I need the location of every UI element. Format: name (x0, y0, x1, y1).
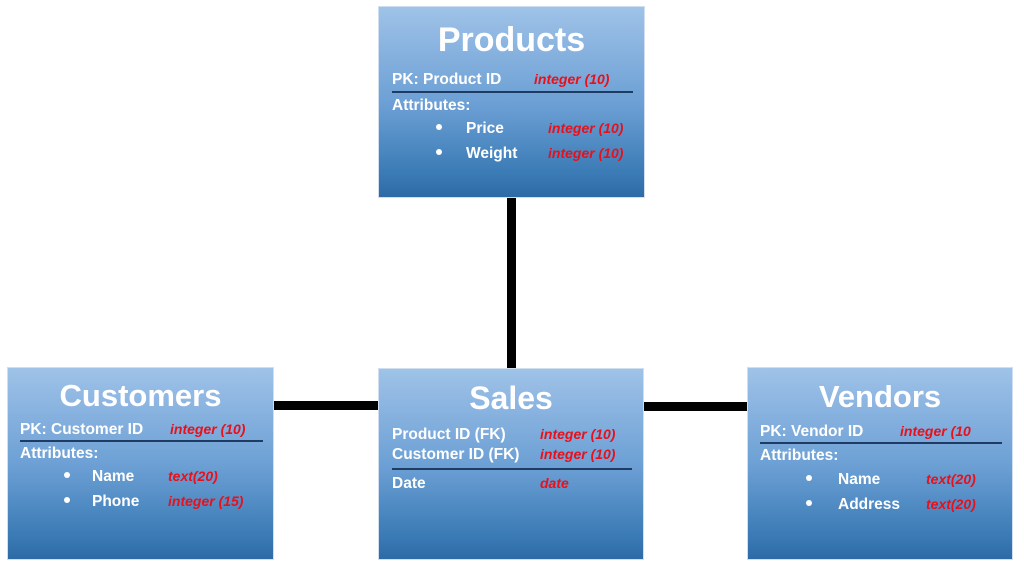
attribute-row: Weight integer (10) (392, 145, 633, 164)
entity-customers[interactable]: Customers PK: Customer ID integer (10) A… (7, 367, 274, 560)
bullet-icon (436, 123, 442, 130)
entity-customers-pk-row: PK: Customer ID integer (10) (20, 421, 263, 438)
entity-vendors-divider (760, 442, 1002, 445)
attribute-name: Name (838, 470, 881, 488)
attribute-datatype: integer (15) (168, 492, 244, 509)
entity-vendors-body: PK: Vendor ID integer (10 Attributes: Na… (748, 423, 1012, 514)
entity-vendors-attribute-list: Name text(20) Address text(20) (760, 471, 1002, 514)
entity-products-attributes-label: Attributes: (392, 97, 471, 115)
attribute-row: Name text(20) (20, 468, 263, 487)
attribute-datatype: text(20) (926, 470, 976, 487)
entity-sales-divider (392, 467, 632, 470)
bullet-icon (806, 474, 812, 481)
entity-customers-pk-label: PK: Customer ID (20, 421, 144, 438)
attribute-name: Name (92, 467, 135, 485)
attribute-row: Price integer (10) (392, 120, 633, 139)
attribute-row: Name text(20) (760, 471, 1002, 490)
connector-customers-sales[interactable] (274, 401, 379, 410)
entity-vendors-title: Vendors (818, 379, 942, 414)
entity-products-pk-row: PK: Product ID integer (10) (392, 71, 633, 88)
entity-products-attribute-list: Price integer (10) Weight integer (10) (392, 120, 633, 163)
entity-customers-attributes-label: Attributes: (20, 445, 99, 463)
attribute-row: Address text(20) (760, 496, 1002, 515)
attribute-datatype: integer (10) (548, 119, 624, 136)
entity-customers-title: Customers (59, 378, 222, 413)
entity-sales-title: Sales (469, 380, 553, 416)
bullet-icon (806, 499, 812, 506)
entity-sales-fk-row: Product ID (FK) integer (10) (392, 426, 632, 443)
entity-vendors-pk-label: PK: Vendor ID (760, 423, 864, 440)
bullet-icon (64, 471, 70, 478)
entity-sales-fk-datatype: integer (10) (540, 426, 616, 442)
attribute-datatype: text(20) (926, 495, 976, 512)
entity-customers-pk-datatype: integer (10) (170, 421, 246, 437)
entity-products[interactable]: Products PK: Product ID integer (10) Att… (378, 6, 645, 198)
attribute-name: Address (838, 495, 901, 513)
entity-sales-field-row: Date date (392, 475, 632, 492)
entity-products-divider (392, 91, 633, 94)
attribute-row: Phone integer (15) (20, 493, 263, 512)
entity-products-title: Products (437, 21, 586, 59)
entity-sales-fk-row: Customer ID (FK) integer (10) (392, 446, 632, 463)
entity-sales-field-label: Date (392, 474, 426, 492)
attribute-name: Weight (466, 144, 518, 162)
attribute-datatype: integer (10) (548, 144, 624, 161)
entity-sales-field-datatype: date (540, 474, 569, 491)
entity-products-pk-datatype: integer (10) (534, 71, 610, 87)
entity-sales-fk-datatype: integer (10) (540, 446, 616, 463)
bullet-icon (64, 496, 70, 503)
entity-vendors-pk-row: PK: Vendor ID integer (10 (760, 423, 1002, 440)
entity-sales-body: Product ID (FK) integer (10) Customer ID… (379, 426, 643, 492)
attribute-datatype: text(20) (168, 467, 218, 484)
entity-vendors[interactable]: Vendors PK: Vendor ID integer (10 Attrib… (747, 367, 1013, 560)
entity-sales-fk-label: Product ID (FK) (392, 426, 506, 443)
bullet-icon (436, 148, 442, 155)
entity-customers-divider (20, 440, 263, 443)
attribute-name: Phone (92, 492, 140, 510)
entity-sales[interactable]: Sales Product ID (FK) integer (10) Custo… (378, 368, 644, 560)
entity-customers-attribute-list: Name text(20) Phone integer (15) (20, 468, 263, 511)
entity-vendors-attributes-label: Attributes: (760, 447, 839, 465)
connector-products-sales[interactable] (507, 196, 516, 370)
entity-sales-fk-label: Customer ID (FK) (392, 446, 520, 464)
entity-products-body: PK: Product ID integer (10) Attributes: … (379, 71, 644, 163)
connector-sales-vendors[interactable] (643, 402, 748, 411)
entity-products-pk-label: PK: Product ID (392, 71, 502, 88)
attribute-name: Price (466, 119, 504, 137)
entity-customers-body: PK: Customer ID integer (10) Attributes:… (8, 421, 273, 511)
entity-vendors-pk-datatype: integer (10 (900, 423, 971, 439)
